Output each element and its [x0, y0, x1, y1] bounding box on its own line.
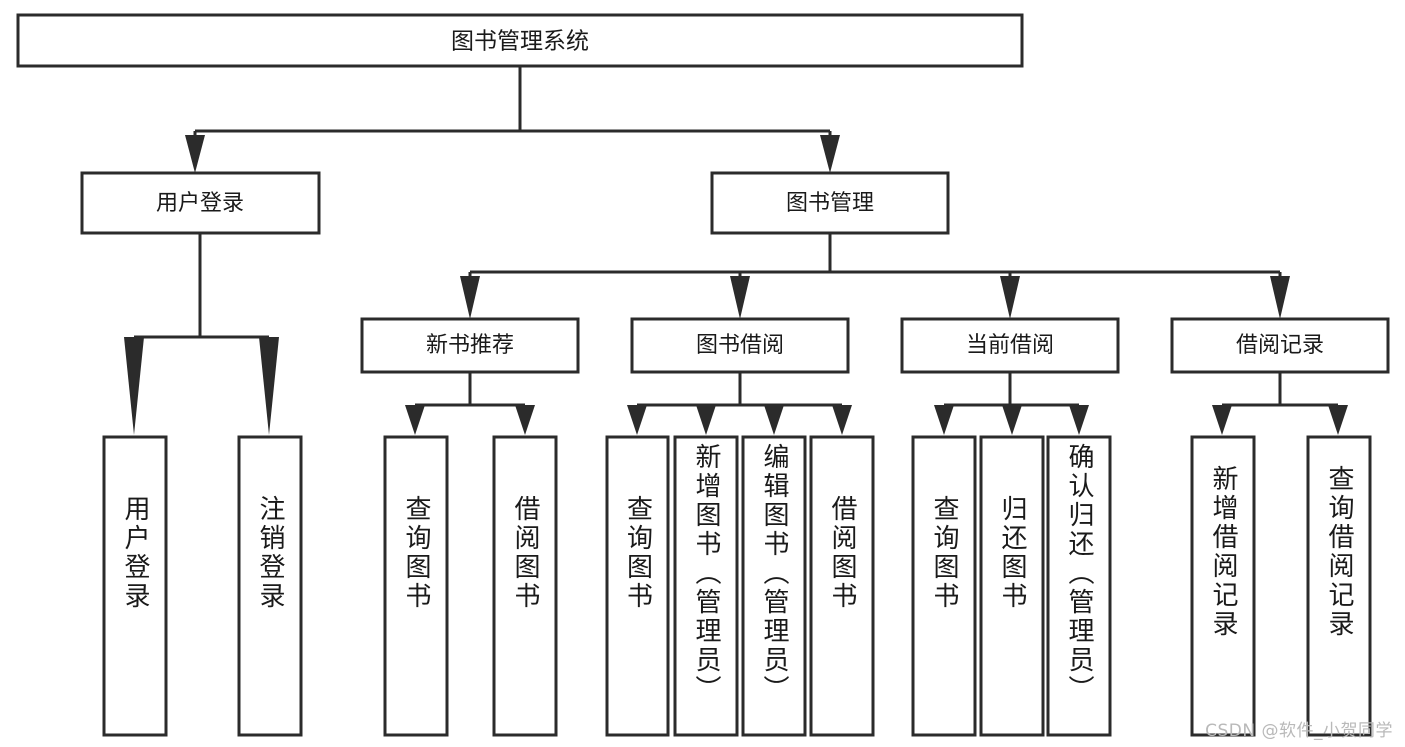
arrow-head-book-manage [820, 135, 840, 173]
arrow-head-cb-leaf-2 [1002, 405, 1022, 435]
connector-group-root [185, 66, 840, 173]
arrow-head-new-book [460, 276, 480, 319]
node-root-label: 图书管理系统 [451, 29, 589, 55]
leaf-bb-add-book-rect[interactable] [673, 435, 739, 737]
node-book-borrow[interactable]: 图书借阅 [630, 317, 850, 374]
leaf-cb-confirm-return-rect[interactable] [1046, 435, 1112, 737]
connector-group-new-book [405, 372, 535, 435]
leaf-bb-query-book-rect[interactable] [605, 435, 670, 737]
leaf-nb-query-book-rect[interactable] [383, 435, 449, 737]
node-book-manage[interactable]: 图书管理 [710, 171, 950, 235]
arrow-head-bb-leaf-4 [832, 405, 852, 435]
node-current-borrow[interactable]: 当前借阅 [900, 317, 1120, 374]
arrow-head-borrow-record [1270, 276, 1290, 319]
arrow-head-nb-leaf-2 [515, 405, 535, 435]
leaf-logout-rect[interactable] [237, 435, 303, 737]
leaf-group-book-borrow [605, 435, 875, 737]
arrow-head-user-login [185, 135, 205, 173]
node-borrow-record-label: 借阅记录 [1236, 333, 1324, 358]
arrow-head-cb-leaf-1 [934, 405, 954, 435]
arrow-head-nb-leaf-1 [405, 405, 425, 435]
node-new-book-recommend-rect[interactable] [360, 317, 580, 374]
node-book-borrow-label: 图书借阅 [696, 333, 784, 358]
watermark-text: CSDN @软件_小贺同学 [1205, 721, 1393, 741]
leaf-cb-query-book-rect[interactable] [911, 435, 977, 737]
node-book-manage-label: 图书管理 [786, 191, 874, 216]
leaf-nb-borrow-book-rect[interactable] [492, 435, 558, 737]
node-new-book-recommend[interactable]: 新书推荐 [360, 317, 580, 374]
node-borrow-record[interactable]: 借阅记录 [1170, 317, 1390, 374]
arrow-head-current-borrow [1000, 276, 1020, 319]
arrow-head-br-leaf-1 [1212, 405, 1232, 435]
node-root-rect[interactable] [16, 13, 1024, 68]
node-user-login[interactable]: 用户登录 [80, 171, 321, 235]
node-borrow-record-rect[interactable] [1170, 317, 1390, 374]
arrow-head-br-leaf-2 [1328, 405, 1348, 435]
connector-group-book-manage [460, 232, 1290, 319]
node-current-borrow-rect[interactable] [900, 317, 1120, 374]
node-new-book-recommend-label: 新书推荐 [426, 333, 514, 358]
connector-group-current-borrow [934, 372, 1089, 435]
leaf-group-new-book-recommend [383, 435, 558, 737]
node-book-manage-rect[interactable] [710, 171, 950, 235]
connector-group-borrow-record [1212, 372, 1348, 435]
leaf-group-borrow-record [1190, 435, 1372, 737]
arrow-head-leaf-user-login [124, 337, 144, 435]
leaf-cb-return-book-rect[interactable] [979, 435, 1045, 737]
leaf-user-login-rect[interactable] [102, 435, 168, 737]
connector-group-user-login [124, 233, 279, 435]
node-book-borrow-rect[interactable] [630, 317, 850, 374]
arrow-head-bb-leaf-2 [696, 405, 716, 435]
arrow-head-book-borrow [730, 276, 750, 319]
arrow-head-bb-leaf-3 [764, 405, 784, 435]
node-user-login-rect[interactable] [80, 171, 321, 235]
node-root[interactable]: 图书管理系统 [16, 13, 1024, 68]
leaf-bb-edit-book-rect[interactable] [741, 435, 807, 737]
leaf-br-query-record-rect[interactable] [1306, 435, 1372, 737]
connector-group-book-borrow [627, 372, 852, 435]
node-user-login-label: 用户登录 [156, 191, 244, 216]
leaf-group-current-borrow [911, 435, 1112, 737]
leaf-bb-borrow-book-rect[interactable] [809, 435, 875, 737]
leaf-group-user-login [102, 435, 303, 737]
arrow-head-cb-leaf-3 [1069, 405, 1089, 435]
arrow-head-leaf-logout [259, 337, 279, 435]
arrow-head-bb-leaf-1 [627, 405, 647, 435]
node-current-borrow-label: 当前借阅 [966, 333, 1054, 358]
leaf-br-add-record-rect[interactable] [1190, 435, 1256, 737]
